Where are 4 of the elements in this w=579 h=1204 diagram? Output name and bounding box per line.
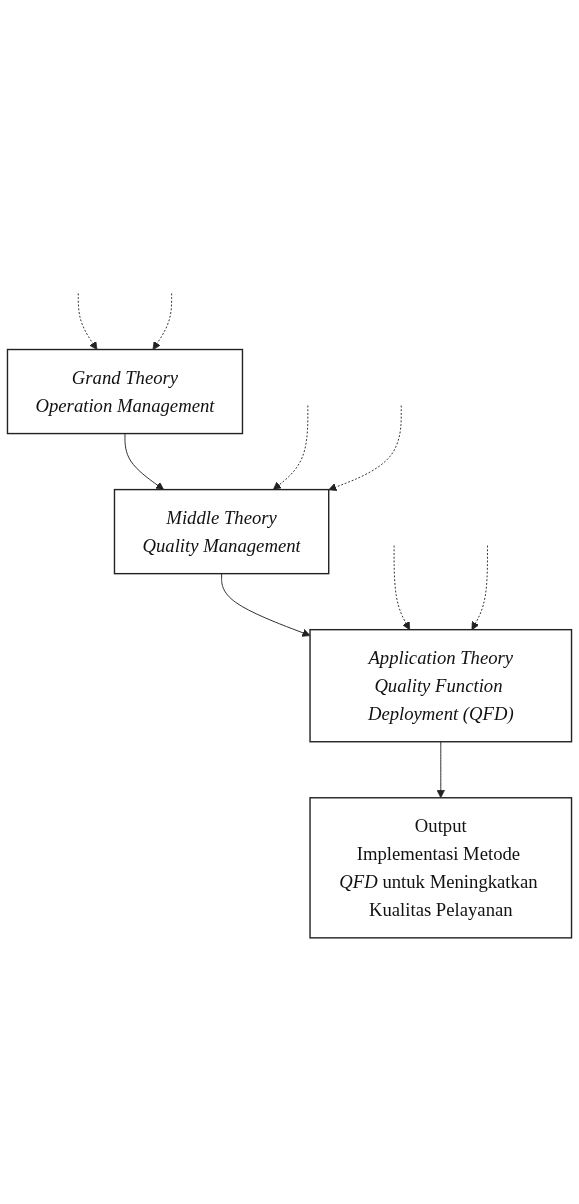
node-box: Grand Theory Operation Management [6,349,244,435]
node-box: Middle Theory Quality Management [113,489,330,575]
node-box: Application Theory Quality Function Deployment (QFD) [309,629,573,743]
node-box: Output Implementasi Metode QFD untuk Meningkatkan Kualitas Pelayanan [309,797,573,939]
